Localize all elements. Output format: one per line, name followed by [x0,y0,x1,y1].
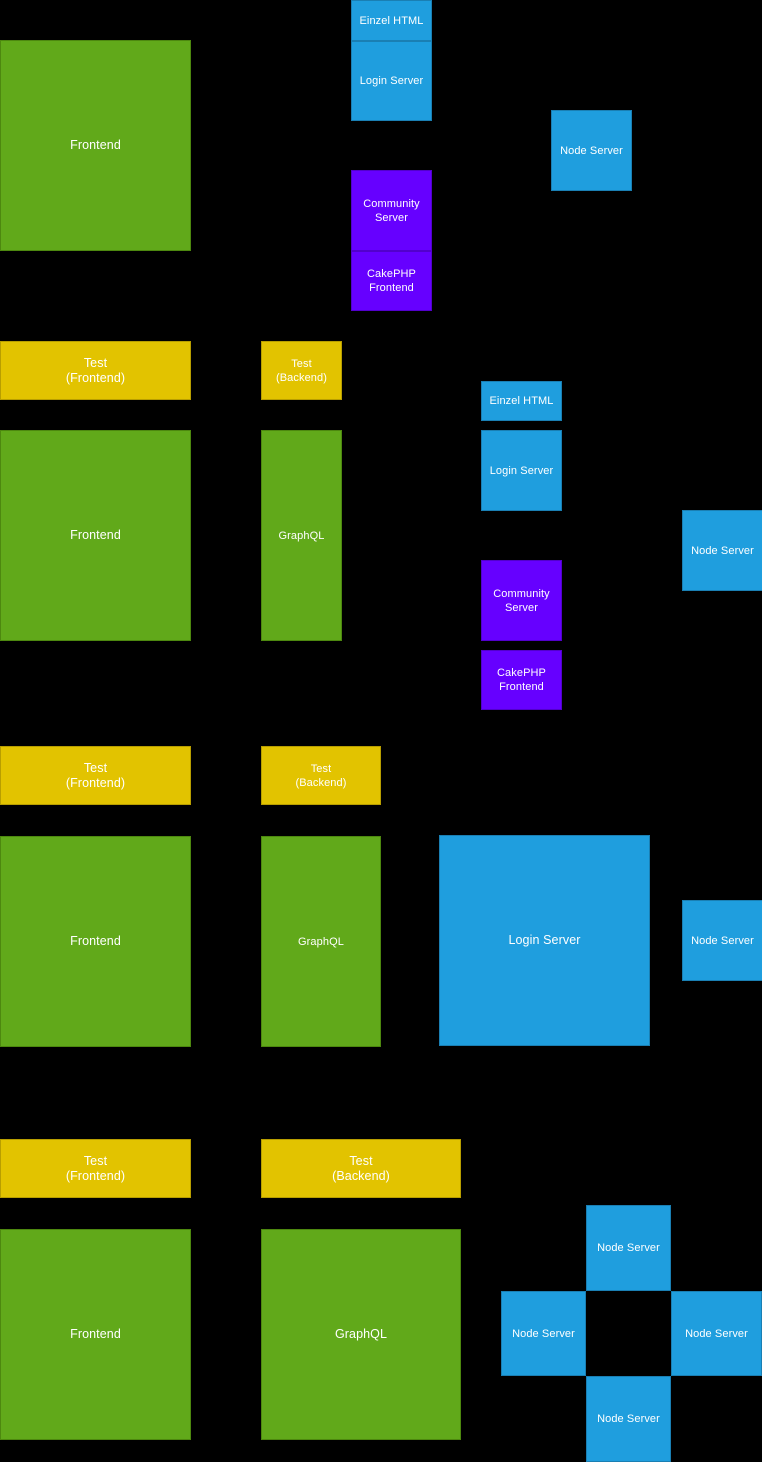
s1-einzel-html-label: Einzel HTML [359,14,424,27]
s4-node-server-bottom-label: Node Server [597,1413,660,1425]
s3-graphql[interactable]: GraphQL [261,836,381,1047]
s2-cakephp-frontend[interactable]: CakePHP Frontend [481,650,562,710]
s3-test-frontend[interactable]: Test (Frontend) [0,746,191,805]
s1-login-server-label: Login Server [359,75,424,87]
s3-node-server[interactable]: Node Server [682,900,762,981]
s2-login-server[interactable]: Login Server [481,430,562,511]
s3-test-backend-label: Test (Backend) [295,762,347,789]
s3-graphql-label: GraphQL [298,935,344,948]
s4-frontend-label: Frontend [70,1327,121,1341]
s1-cakephp-frontend-label: CakePHP Frontend [367,268,416,294]
s4-node-server-left[interactable]: Node Server [501,1291,586,1376]
s2-einzel-html-label: Einzel HTML [489,395,554,407]
s2-test-frontend[interactable]: Test (Frontend) [0,341,191,400]
s1-einzel-html[interactable]: Einzel HTML [351,0,432,41]
s2-frontend[interactable]: Frontend [0,430,191,641]
s1-login-server[interactable]: Login Server [351,41,432,121]
s1-frontend-label: Frontend [70,138,121,152]
s3-frontend-label: Frontend [70,934,121,948]
s3-test-frontend-label: Test (Frontend) [65,760,126,790]
s1-cakephp-frontend[interactable]: CakePHP Frontend [351,251,432,311]
s2-node-server-label: Node Server [691,544,754,557]
s4-test-backend-label: Test (Backend) [332,1153,390,1183]
s2-node-server[interactable]: Node Server [682,510,762,591]
s2-graphql[interactable]: GraphQL [261,430,342,641]
s4-test-backend[interactable]: Test (Backend) [261,1139,461,1198]
s3-login-server[interactable]: Login Server [439,835,650,1046]
s4-frontend[interactable]: Frontend [0,1229,191,1440]
s2-login-server-label: Login Server [489,464,554,477]
s2-test-backend-label: Test (Backend) [275,357,328,384]
s4-node-server-bottom[interactable]: Node Server [586,1376,671,1462]
s2-test-frontend-label: Test (Frontend) [65,355,126,385]
s3-node-server-label: Node Server [691,934,754,947]
s3-frontend[interactable]: Frontend [0,836,191,1047]
s4-node-server-top[interactable]: Node Server [586,1205,671,1291]
s4-graphql[interactable]: GraphQL [261,1229,461,1440]
s3-login-server-label: Login Server [508,933,581,947]
s4-graphql-label: GraphQL [334,1327,388,1341]
s2-community-server-label: Community Server [493,587,550,614]
s4-node-server-left-label: Node Server [512,1327,575,1340]
s1-community-server-label: Community Server [363,197,420,224]
s3-test-backend[interactable]: Test (Backend) [261,746,381,805]
s4-test-frontend[interactable]: Test (Frontend) [0,1139,191,1198]
s2-community-server[interactable]: Community Server [481,560,562,641]
s2-cakephp-frontend-label: CakePHP Frontend [497,667,546,693]
s1-frontend[interactable]: Frontend [0,40,191,251]
s1-node-server-label: Node Server [560,144,623,157]
s2-graphql-label: GraphQL [278,529,325,542]
s4-test-frontend-label: Test (Frontend) [65,1153,126,1183]
s1-community-server[interactable]: Community Server [351,170,432,251]
s2-frontend-label: Frontend [70,528,121,542]
s1-node-server[interactable]: Node Server [551,110,632,191]
s4-node-server-right[interactable]: Node Server [671,1291,762,1376]
s2-test-backend[interactable]: Test (Backend) [261,341,342,400]
s2-einzel-html[interactable]: Einzel HTML [481,381,562,421]
s4-node-server-top-label: Node Server [597,1242,660,1254]
s4-node-server-right-label: Node Server [685,1327,748,1340]
